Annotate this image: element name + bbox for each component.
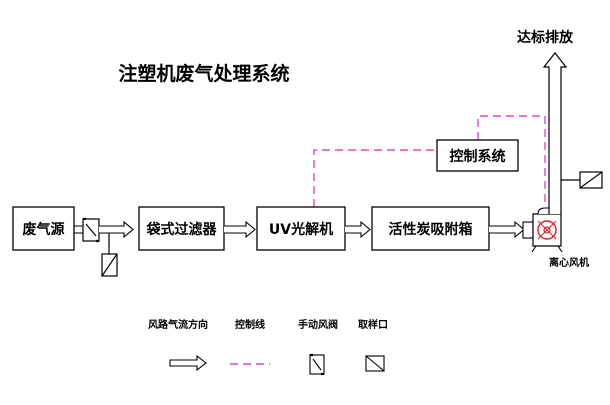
- box-control-system: 控制系统: [436, 139, 519, 172]
- legend-airflow-icon: [169, 354, 207, 372]
- legend-airflow-label: 风路气流方向: [148, 318, 208, 331]
- exhaust-stack: [542, 52, 580, 214]
- control-line-fan: [477, 115, 546, 207]
- box-uv-photolysis: UV光解机: [256, 206, 346, 251]
- legend-manual-valve-label: 手动风阀: [298, 318, 338, 331]
- airflow-arrows: [74, 220, 525, 239]
- legend-sampling-port-icon: [365, 355, 385, 372]
- fan-label: 离心风机: [549, 256, 589, 269]
- stack-sampling-port-icon: [579, 171, 603, 189]
- legend-sampling-port-label: 取样口: [358, 318, 388, 331]
- diagram-title: 注塑机废气处理系统: [118, 62, 289, 85]
- box-waste-gas-source-label: 废气源: [23, 221, 65, 238]
- control-line-uv: [313, 149, 437, 207]
- airflow-arrow-4: [345, 220, 371, 239]
- sampling-port-icon: [101, 233, 118, 277]
- legend-manual-valve-icon: [309, 353, 325, 376]
- airflow-arrow-5: [489, 220, 525, 239]
- box-control-system-label: 控制系统: [450, 148, 506, 165]
- legend-control-line-label: 控制线: [235, 318, 265, 331]
- box-waste-gas-source: 废气源: [12, 206, 75, 251]
- box-bag-filter-label: 袋式过滤器: [146, 221, 218, 238]
- manual-valve-icon: [82, 217, 100, 243]
- legend: 风路气流方向 控制线 手动风阀 取样口: [148, 318, 388, 376]
- airflow-arrow-2: [99, 220, 134, 239]
- airflow-arrow-3: [224, 220, 256, 239]
- discharge-label: 达标排放: [517, 29, 574, 46]
- airflow-arrow-1: [74, 225, 83, 234]
- box-activated-carbon-label: 活性炭吸附箱: [389, 221, 473, 238]
- box-bag-filter: 袋式过滤器: [138, 206, 225, 251]
- control-lines: [313, 115, 546, 207]
- box-uv-photolysis-label: UV光解机: [269, 221, 333, 238]
- centrifugal-fan-icon: [522, 207, 563, 253]
- box-activated-carbon: 活性炭吸附箱: [371, 206, 490, 251]
